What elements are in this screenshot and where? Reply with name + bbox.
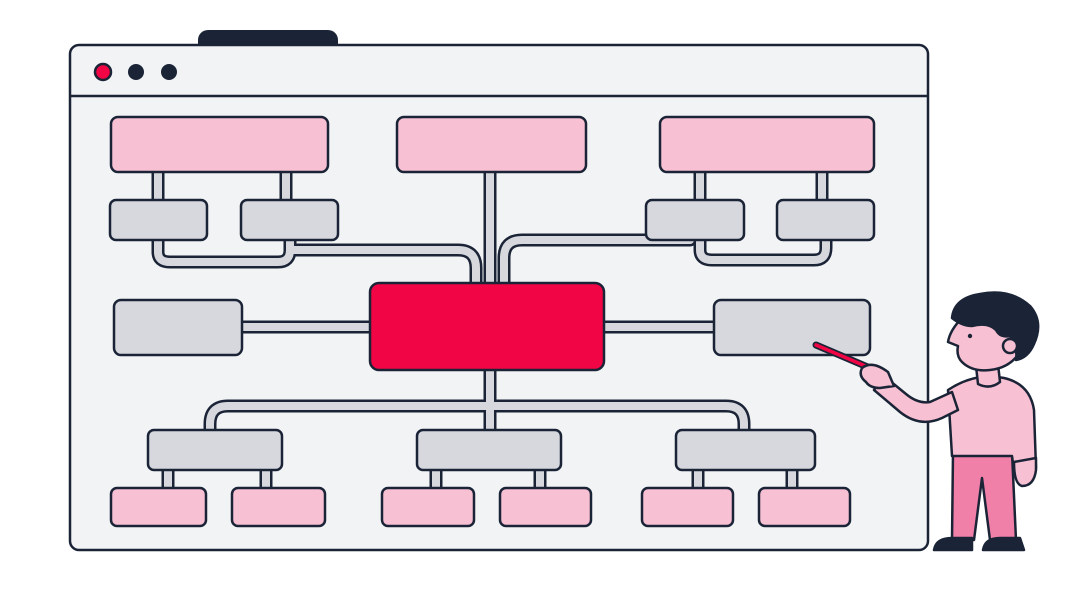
presenter-figure bbox=[812, 291, 1040, 552]
presenter-pants bbox=[950, 450, 1018, 542]
top-center-node[interactable] bbox=[395, 115, 588, 174]
top-left-child-2[interactable] bbox=[239, 198, 340, 242]
bottom-left-child-2[interactable] bbox=[230, 486, 327, 528]
presenter-arm bbox=[872, 374, 960, 424]
presenter-right-hand bbox=[1012, 456, 1038, 488]
top-left-node[interactable] bbox=[109, 115, 330, 174]
bottom-branches bbox=[109, 428, 852, 528]
middle-row bbox=[112, 281, 872, 372]
presenter-torso bbox=[946, 375, 1038, 472]
bottom-right-child-2[interactable] bbox=[757, 486, 852, 528]
bottom-left-node[interactable] bbox=[146, 428, 284, 472]
top-left-child-1[interactable] bbox=[108, 198, 209, 242]
bottom-center-child-2[interactable] bbox=[498, 486, 593, 528]
right-side-node[interactable] bbox=[712, 298, 872, 357]
bottom-left-child-1[interactable] bbox=[109, 486, 208, 528]
bottom-right-child-1[interactable] bbox=[640, 486, 735, 528]
presenter-hand bbox=[859, 363, 896, 390]
minimize-dot[interactable] bbox=[128, 64, 144, 80]
top-right-node[interactable] bbox=[658, 115, 876, 174]
top-right-child-1[interactable] bbox=[644, 198, 746, 242]
bottom-center-child-1[interactable] bbox=[380, 486, 476, 528]
presenter-shoes bbox=[932, 536, 1026, 552]
top-branches bbox=[108, 115, 876, 242]
connectors bbox=[151, 165, 833, 495]
bottom-right-node[interactable] bbox=[674, 428, 817, 472]
bottom-center-node[interactable] bbox=[415, 428, 563, 472]
left-side-node[interactable] bbox=[112, 298, 244, 357]
maximize-dot[interactable] bbox=[161, 64, 177, 80]
close-dot[interactable] bbox=[93, 62, 113, 82]
central-node[interactable] bbox=[368, 281, 606, 372]
top-right-child-2[interactable] bbox=[775, 198, 876, 242]
